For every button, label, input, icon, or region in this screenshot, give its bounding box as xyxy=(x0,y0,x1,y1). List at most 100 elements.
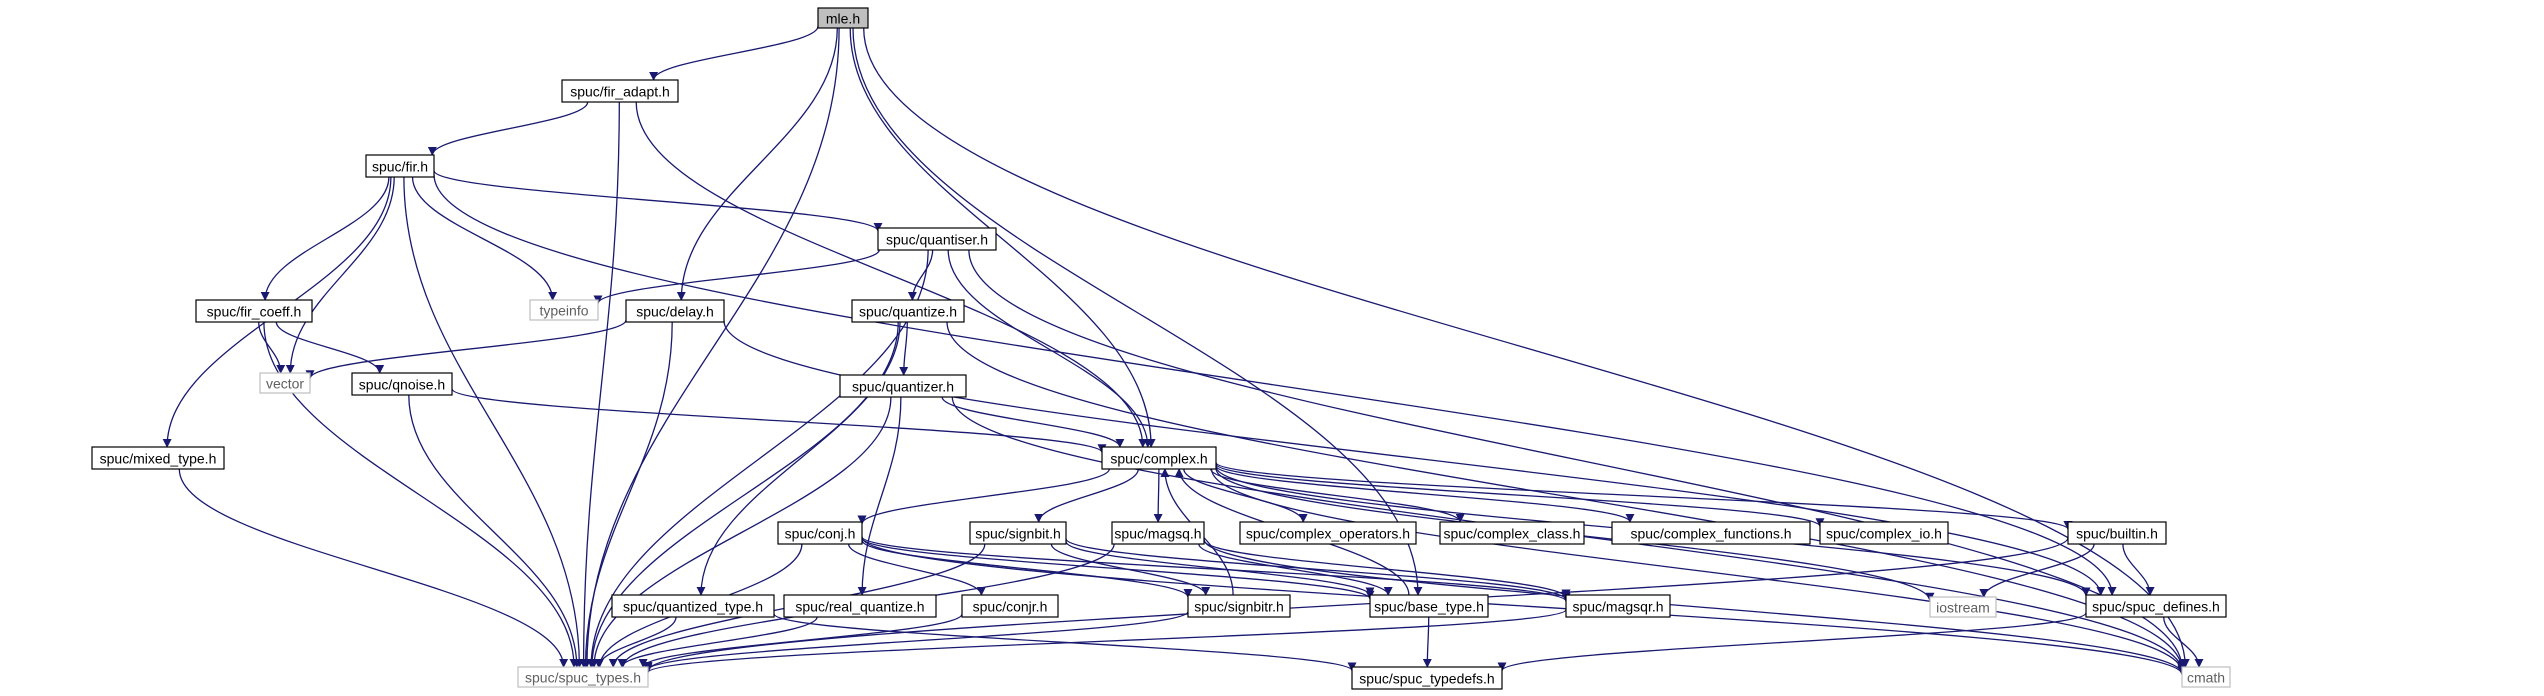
node-quantizer[interactable]: spuc/quantizer.h xyxy=(839,374,967,398)
node-signbitr[interactable]: spuc/signbitr.h xyxy=(1187,594,1291,618)
node-complex_class[interactable]: spuc/complex_class.h xyxy=(1439,521,1585,545)
edge-mle-to-fir_adapt xyxy=(649,25,819,81)
node-quantiser[interactable]: spuc/quantiser.h xyxy=(877,227,997,251)
edge-complex-to-signbit xyxy=(1034,468,1139,523)
node-spuc_defines-label: spuc/spuc_defines.h xyxy=(2092,599,2220,615)
edge-magsq-to-base_type xyxy=(1198,543,1393,596)
edge-quantiser-to-quantize xyxy=(907,249,934,301)
edge-complex-to-complex_io xyxy=(1215,463,1825,528)
edge-fir-to-vector xyxy=(285,176,395,374)
edge-quantizer-to-complex xyxy=(941,396,1125,448)
node-fir_coeff[interactable]: spuc/fir_coeff.h xyxy=(195,299,313,323)
edge-magsq-to-magsqr xyxy=(1203,539,1571,599)
node-builtin-box xyxy=(2067,521,2167,545)
node-base_type-label: spuc/base_type.h xyxy=(1374,599,1484,615)
node-signbit-box xyxy=(969,521,1067,545)
edge-complex-to-conj xyxy=(857,468,1110,525)
node-magsq[interactable]: spuc/magsq.h xyxy=(1111,521,1205,545)
node-complex[interactable]: spuc/complex.h xyxy=(1101,446,1217,470)
node-complex_functions-label: spuc/complex_functions.h xyxy=(1630,526,1791,542)
node-qnoise-box xyxy=(351,372,453,396)
edge-fir-to-quantiser xyxy=(433,170,883,232)
node-typeinfo-label: typeinfo xyxy=(539,303,588,319)
node-spuc_defines[interactable]: spuc/spuc_defines.h xyxy=(2085,594,2227,618)
node-builtin[interactable]: spuc/builtin.h xyxy=(2067,521,2167,545)
node-quantizer-label: spuc/quantizer.h xyxy=(852,379,954,395)
node-complex_operators-label: spuc/complex_operators.h xyxy=(1246,526,1410,542)
node-complex_functions-box xyxy=(1611,521,1811,545)
node-spuc_types: spuc/spuc_types.h xyxy=(517,666,649,688)
node-iostream: iostream xyxy=(1929,596,1997,618)
node-complex_operators[interactable]: spuc/complex_operators.h xyxy=(1239,521,1417,545)
node-mle-box xyxy=(817,7,869,29)
edge-fir-to-fir_coeff xyxy=(260,176,390,301)
edge-spuc_defines-to-cmath xyxy=(2163,616,2204,668)
edge-quantiser-to-complex xyxy=(947,249,1153,448)
node-quantizer-box xyxy=(839,374,967,398)
node-real_quantize-label: spuc/real_quantize.h xyxy=(795,599,924,615)
node-magsqr-box xyxy=(1565,594,1671,618)
edge-delay-to-vector xyxy=(305,319,627,380)
node-conjr[interactable]: spuc/conjr.h xyxy=(961,594,1059,618)
node-complex_io[interactable]: spuc/complex_io.h xyxy=(1819,521,1949,545)
node-mixed_type[interactable]: spuc/mixed_type.h xyxy=(91,446,225,470)
node-cmath: cmath xyxy=(2181,666,2231,688)
node-mixed_type-label: spuc/mixed_type.h xyxy=(100,451,217,467)
node-conj[interactable]: spuc/conj.h xyxy=(777,521,863,545)
edge-real_quantize-to-spuc_types xyxy=(617,616,818,668)
node-complex_class-label: spuc/complex_class.h xyxy=(1444,526,1581,542)
edge-builtin-to-iostream xyxy=(1979,543,2095,598)
node-quantize[interactable]: spuc/quantize.h xyxy=(851,299,965,323)
node-mle-label: mle.h xyxy=(826,11,860,27)
node-spuc_types-label: spuc/spuc_types.h xyxy=(525,670,641,686)
edges-layer xyxy=(162,25,2204,676)
edge-qnoise-to-complex xyxy=(451,388,1107,454)
node-qnoise[interactable]: spuc/qnoise.h xyxy=(351,372,453,396)
edge-builtin-to-spuc_types xyxy=(643,537,2069,672)
edge-magsqr-to-spuc_types xyxy=(643,609,1567,674)
edge-conjr-to-spuc_types xyxy=(638,613,963,668)
edge-complex-to-complex_operators xyxy=(1183,468,1308,523)
node-delay-label: spuc/delay.h xyxy=(636,304,714,320)
node-quantiser-label: spuc/quantiser.h xyxy=(886,232,988,248)
node-fir[interactable]: spuc/fir.h xyxy=(365,154,435,178)
node-qnoise-label: spuc/qnoise.h xyxy=(359,377,445,393)
node-magsqr[interactable]: spuc/magsqr.h xyxy=(1565,594,1671,618)
node-fir_adapt[interactable]: spuc/fir_adapt.h xyxy=(561,79,679,103)
edge-fir_coeff-to-vector xyxy=(258,321,286,374)
node-spuc_typedefs[interactable]: spuc/spuc_typedefs.h xyxy=(1351,666,1503,690)
node-conj-label: spuc/conj.h xyxy=(785,526,856,542)
edge-mle-to-cmath xyxy=(863,27,2190,668)
edge-quantize-to-quantizer xyxy=(899,321,909,376)
node-quantized_type-box xyxy=(611,594,775,618)
node-real_quantize[interactable]: spuc/real_quantize.h xyxy=(783,594,937,618)
node-mixed_type-box xyxy=(91,446,225,470)
node-quantized_type[interactable]: spuc/quantized_type.h xyxy=(611,594,775,618)
edge-quantiser-to-typeinfo xyxy=(593,249,880,305)
node-conjr-label: spuc/conjr.h xyxy=(973,599,1048,615)
node-quantize-label: spuc/quantize.h xyxy=(859,304,957,320)
node-conj-box xyxy=(777,521,863,545)
edge-mle-to-complex xyxy=(849,27,1156,448)
edge-mle-to-delay xyxy=(676,27,838,301)
edge-fir_coeff-to-qnoise xyxy=(275,321,385,374)
edge-conj-to-base_type xyxy=(861,537,1375,600)
edge-signbit-to-signbitr xyxy=(1050,543,1211,596)
edge-complex-to-magsq xyxy=(1153,468,1163,523)
node-fir-box xyxy=(365,154,435,178)
node-spuc_typedefs-label: spuc/spuc_typedefs.h xyxy=(1359,671,1494,687)
node-complex-box xyxy=(1101,446,1217,470)
edge-fir-to-spuc_defines xyxy=(433,174,2117,596)
node-signbit[interactable]: spuc/signbit.h xyxy=(969,521,1067,545)
edge-delay-to-spuc_defines xyxy=(723,320,2106,596)
node-delay[interactable]: spuc/delay.h xyxy=(625,299,725,323)
node-conjr-box xyxy=(961,594,1059,618)
node-quantiser-box xyxy=(877,227,997,251)
edge-quantized_type-to-spuc_typedefs xyxy=(773,613,1357,672)
edge-conj-to-cmath xyxy=(861,537,2187,676)
node-base_type[interactable]: spuc/base_type.h xyxy=(1369,594,1489,618)
node-fir-label: spuc/fir.h xyxy=(372,159,428,175)
node-complex_functions[interactable]: spuc/complex_functions.h xyxy=(1611,521,1811,545)
edge-spuc_defines-to-spuc_typedefs xyxy=(1497,612,2087,672)
